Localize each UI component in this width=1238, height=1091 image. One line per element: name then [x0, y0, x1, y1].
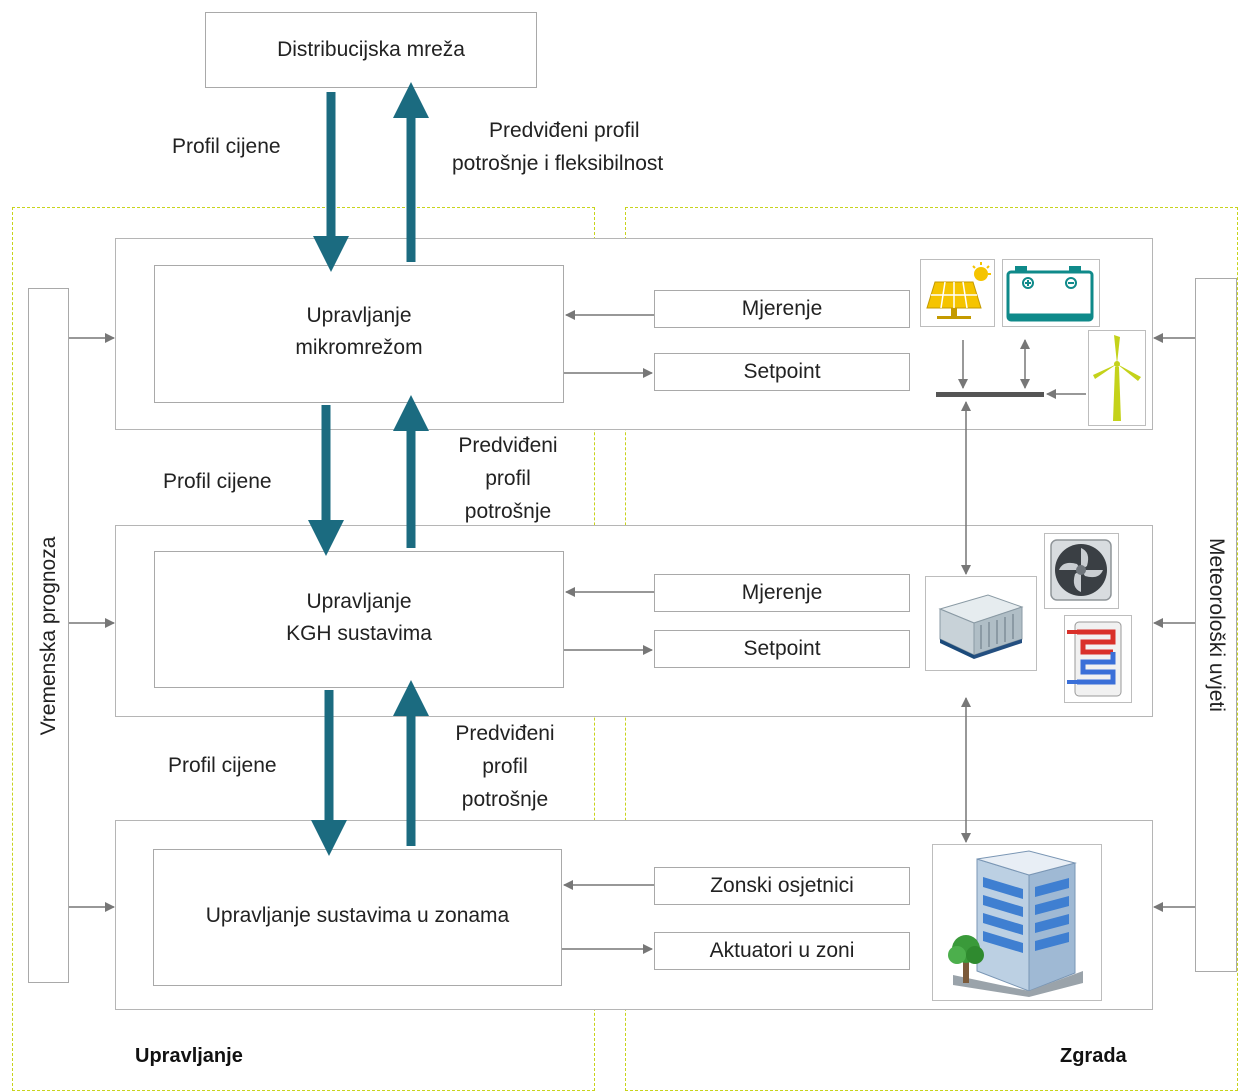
microgrid-controller-box: Upravljanje mikromrežom: [154, 265, 564, 403]
zone-sensors-label: Zonski osjetnici: [710, 874, 854, 897]
office-building-icon: [932, 844, 1102, 1001]
heat-exchanger-icon: [1064, 615, 1132, 703]
wind-turbine-icon: [1088, 330, 1146, 426]
price-profile-label-top: Profil cijene: [172, 135, 281, 158]
microgrid-measure-label: Mjerenje: [741, 297, 823, 320]
forecast-profile-label-mid-3: potrošnje: [464, 500, 552, 523]
forecast-profile-label-low-1: Predviđeni: [455, 722, 555, 745]
distribution-grid-label: Distribucijska mreža: [277, 38, 465, 61]
zone-controller-label: Upravljanje sustavima u zonama: [205, 904, 510, 927]
hvac-setpoint-label: Setpoint: [743, 637, 821, 660]
solar-panel-icon: [920, 259, 995, 327]
zone-actuators-label: Aktuatori u zoni: [709, 939, 855, 962]
battery-icon: [1002, 259, 1100, 327]
meteo-conditions-box: Meteorološki uvjeti: [1195, 278, 1237, 972]
microgrid-setpoint-box: Setpoint: [654, 353, 910, 391]
hvac-setpoint-box: Setpoint: [654, 630, 910, 668]
price-profile-label-mid: Profil cijene: [163, 470, 272, 493]
forecast-profile-label-low-3: potrošnje: [461, 788, 549, 811]
forecast-profile-label-top-2: potrošnje i fleksibilnost: [452, 152, 664, 175]
microgrid-controller-line2: mikromrežom: [295, 336, 423, 359]
hvac-measure-box: Mjerenje: [654, 574, 910, 612]
chiller-unit-icon: [925, 576, 1037, 671]
distribution-grid-box: Distribucijska mreža: [205, 12, 537, 88]
hvac-controller-box: Upravljanje KGH sustavima: [154, 551, 564, 688]
zone-controller-box: Upravljanje sustavima u zonama: [153, 849, 562, 986]
control-region-label: Upravljanje: [135, 1045, 243, 1067]
forecast-profile-label-top-1: Predviđeni profil: [489, 119, 640, 142]
hvac-controller-line2: KGH sustavima: [286, 622, 432, 645]
weather-forecast-box: Vremenska prognoza: [28, 288, 69, 983]
microgrid-measure-box: Mjerenje: [654, 290, 910, 328]
hvac-controller-line1: Upravljanje: [306, 590, 412, 613]
zone-sensors-box: Zonski osjetnici: [654, 867, 910, 905]
forecast-profile-label-low-2: profil: [482, 755, 528, 778]
price-profile-label-low: Profil cijene: [168, 754, 277, 777]
forecast-profile-label-mid-1: Predviđeni: [458, 434, 558, 457]
bus-bar-icon: [936, 392, 1044, 397]
microgrid-setpoint-label: Setpoint: [743, 360, 821, 383]
forecast-profile-label-mid-2: profil: [485, 467, 531, 490]
zone-actuators-box: Aktuatori u zoni: [654, 932, 910, 970]
microgrid-controller-line1: Upravljanje: [306, 304, 412, 327]
building-region-label: Zgrada: [1060, 1045, 1127, 1067]
fan-icon: [1044, 533, 1119, 609]
hvac-measure-label: Mjerenje: [741, 581, 823, 604]
